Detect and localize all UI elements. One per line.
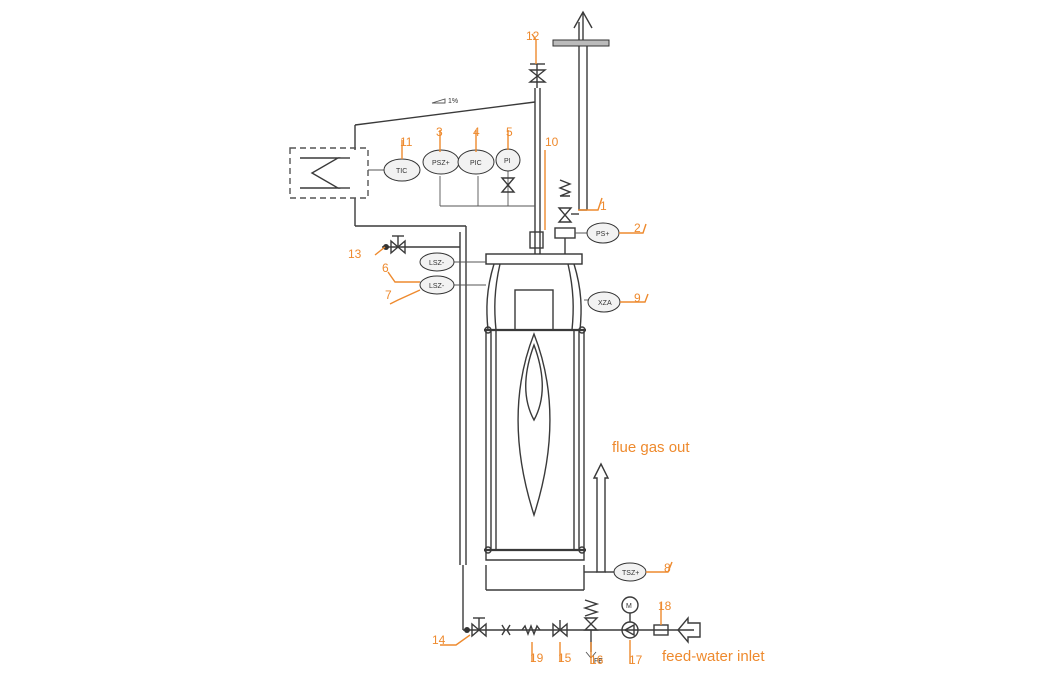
svg-text:PIC: PIC: [470, 160, 482, 167]
bubble-tic: TIC: [383, 158, 421, 182]
callout-11: 11: [400, 135, 413, 149]
callout-18: 18: [658, 599, 672, 613]
flue-duct: [354, 88, 541, 565]
callout-15: 15: [558, 651, 572, 665]
valve-5: [500, 177, 516, 193]
svg-text:XZA: XZA: [598, 300, 612, 307]
callout-7: 7: [385, 288, 392, 302]
valve-12: [528, 63, 547, 88]
svg-text:LSZ-: LSZ-: [429, 260, 445, 267]
callout-9: 9: [634, 291, 641, 305]
svg-text:PI: PI: [504, 158, 511, 165]
callout-3: 3: [436, 125, 443, 139]
rain-cap: [552, 39, 610, 47]
svg-text:PS+: PS+: [596, 231, 609, 238]
callout-numbers: 1 2 3 4 5 6 7 8 9 10 11 12 13 14 15 16 1…: [348, 29, 672, 667]
callout-19: 19: [530, 651, 544, 665]
heat-exchanger: [289, 147, 369, 199]
callout-13: 13: [348, 247, 362, 261]
flame: [517, 332, 551, 518]
callout-10: 10: [545, 135, 559, 149]
callout-5: 5: [506, 125, 513, 139]
svg-text:M: M: [626, 603, 632, 610]
callout-1: 1: [600, 199, 607, 213]
bubble-tsz-plus: TSZ+: [613, 562, 647, 582]
slope-marker: [431, 98, 446, 104]
callout-17: 17: [629, 653, 643, 667]
valve-13: [382, 235, 460, 255]
bubble-pic: PIC: [457, 149, 495, 175]
svg-text:LSZ-: LSZ-: [429, 283, 445, 290]
callout-8: 8: [664, 561, 671, 575]
label-feed-water-inlet: feed-water inlet: [662, 648, 765, 665]
flue-gas-outlet: [584, 462, 614, 573]
bubble-pi: PI: [495, 148, 521, 172]
safety-valve-1: [554, 179, 592, 255]
burner-nozzle: [529, 231, 544, 249]
svg-text:TSZ+: TSZ+: [622, 570, 639, 577]
callout-14: 14: [432, 633, 446, 647]
feed-water-line: FE M: [462, 565, 701, 665]
bubble-psz-upper: PSZ+: [422, 149, 460, 175]
svg-text:TIC: TIC: [396, 168, 407, 175]
bubble-ps-plus: PS+: [586, 222, 620, 244]
callout-leaders: [374, 33, 673, 664]
vent-stack: [552, 10, 610, 211]
label-flue-gas-out: flue gas out: [612, 439, 690, 456]
slope-label: 1%: [448, 98, 458, 105]
callout-16: 16: [590, 653, 604, 667]
callout-6: 6: [382, 261, 389, 275]
callout-4: 4: [473, 125, 480, 139]
svg-text:PSZ+: PSZ+: [432, 160, 450, 167]
bubble-xza: XZA: [584, 291, 621, 313]
boiler-vessel: [484, 253, 586, 591]
instrument-taps: [368, 169, 535, 207]
callout-2: 2: [634, 221, 641, 235]
svg-text:FE: FE: [594, 658, 603, 665]
callout-12: 12: [526, 29, 540, 43]
level-switches: LSZ- LSZ-: [419, 252, 486, 295]
